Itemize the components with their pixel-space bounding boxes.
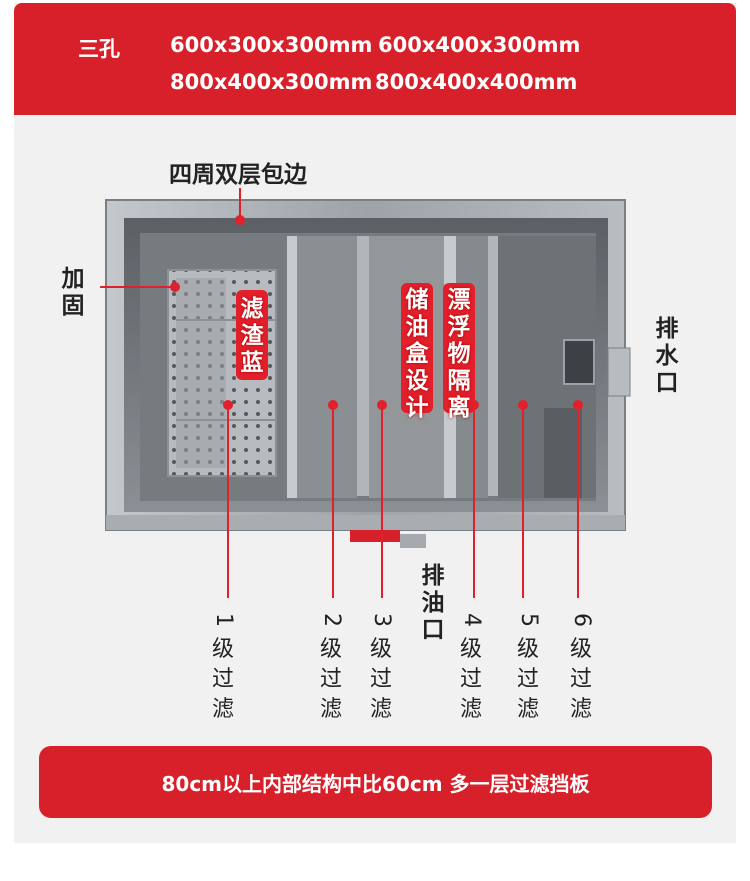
edge-caption: 四周双层包边 (169, 162, 307, 188)
footer-banner: 80cm以上内部结构中比60cm 多一层过滤挡板 (39, 746, 712, 818)
oil-box-tag: 储油盒设计 (405, 287, 429, 421)
size-option: 800x400x300mm (170, 70, 373, 94)
drain-water-caption: 排水口 (655, 316, 679, 396)
size-option: 600x400x300mm (378, 33, 581, 57)
float-sep-tag: 漂浮物隔离 (447, 287, 471, 421)
leader-lines (100, 188, 583, 598)
size-option: 600x300x300mm (170, 33, 373, 57)
oil-box-tag-bg (401, 283, 433, 413)
spec-header: 三孔 600x300x300mm 600x400x300mm 800x400x3… (14, 3, 736, 115)
oil-valve (350, 530, 426, 548)
filter-basket (167, 269, 277, 477)
size-option: 800x400x400mm (375, 70, 578, 94)
footer-text: 80cm以上内部结构中比60cm 多一层过滤挡板 (161, 771, 590, 796)
basket-tag-bg (236, 290, 268, 380)
drain-oil-caption: 排油口 (421, 563, 445, 643)
reinforce-caption: 加固 (61, 266, 85, 319)
water-outlet (544, 339, 631, 498)
tank-rim-bottom (106, 515, 625, 530)
basket-tag: 滤渣蓝 (240, 296, 264, 376)
float-sep-tag-bg (443, 283, 475, 413)
hole-count-label: 三孔 (78, 37, 120, 61)
